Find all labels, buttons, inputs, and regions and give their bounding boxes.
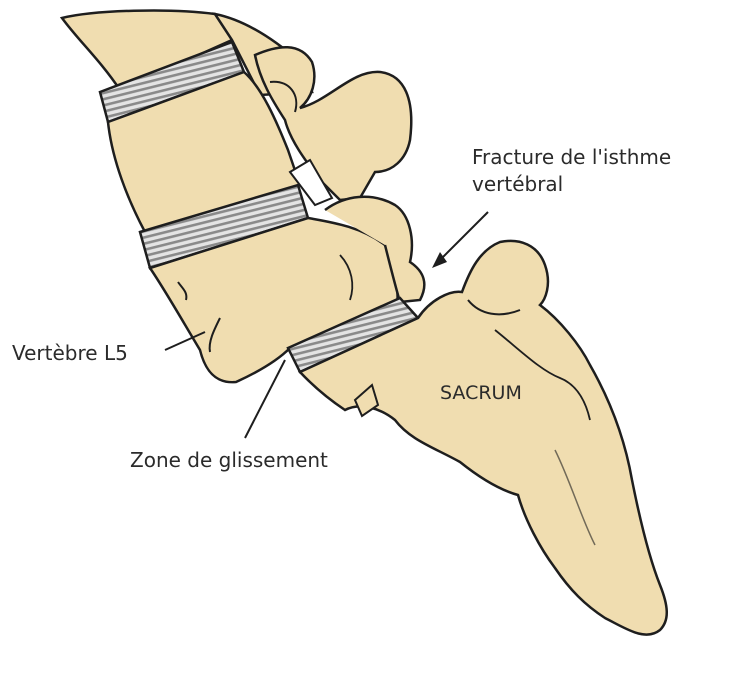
- zone-glissement-label: Zone de glissement: [130, 447, 328, 474]
- fracture-label: Fracture de l'isthme vertébral: [472, 144, 671, 198]
- fracture-leader-line: [438, 212, 488, 262]
- fracture-label-line2: vertébral: [472, 171, 671, 198]
- vertebre-l5-label: Vertèbre L5: [12, 340, 128, 367]
- sacrum-label: SACRUM: [440, 380, 522, 407]
- fracture-label-line1: Fracture de l'isthme: [472, 144, 671, 171]
